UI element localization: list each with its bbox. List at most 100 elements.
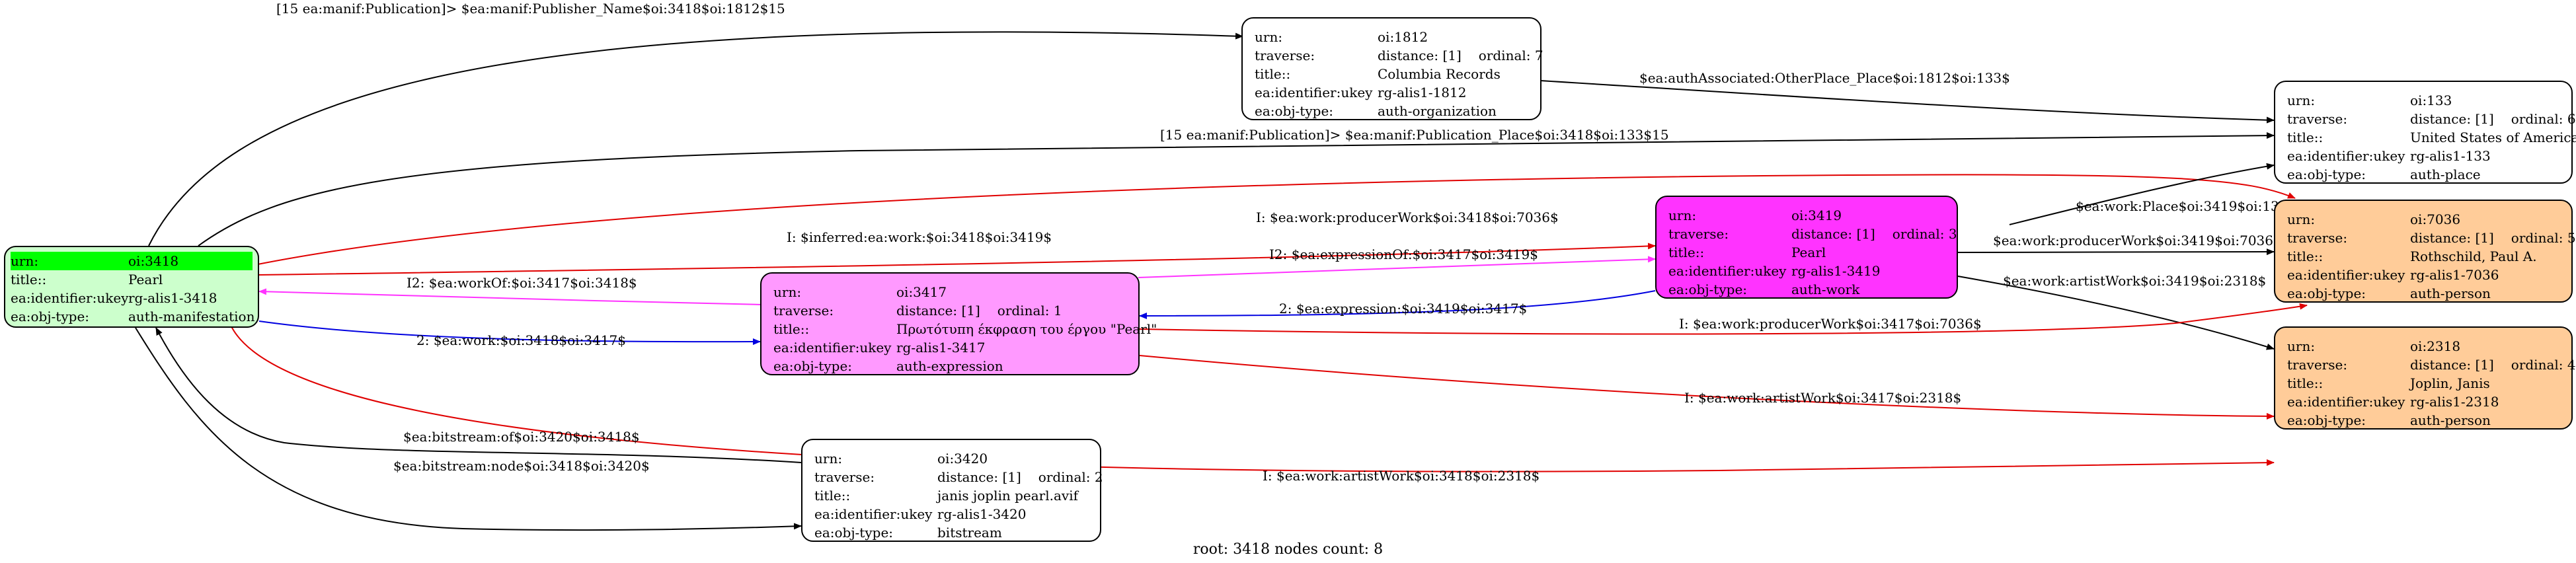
node-title: janis joplin pearl.avif [937,488,1078,504]
field-key: urn: [11,253,39,269]
node-title: Pearl [128,272,163,287]
field-key: title:: [2287,130,2323,145]
edge-work-3418-3417 [258,320,761,346]
graph-caption: root: 3418 nodes count: 8 [1192,541,1384,558]
edge-producer-3418 [257,174,2296,265]
field-key: ea:identifier:ukey [2287,267,2405,283]
node-urn: oi:133 [2410,93,2452,108]
node-oi-2318[interactable]: urn:oi:2318 traverse:distance: [1]ordina… [2274,326,2576,430]
node-objtype-row: ea:obj-type:auth-place [2287,165,2559,184]
node-oi-133[interactable]: urn:oi:133 traverse:distance: [1]ordinal… [2274,81,2576,184]
node-urn-row: urn:oi:1812 [1255,28,1528,46]
edge-producer-3417 [1139,303,2308,335]
edge-label-expression: 2: $ea:expression:$oi:3419$oi:3417$ [1279,301,1527,317]
node-title-row: title::United States of America [2287,128,2576,147]
field-key: ea:obj-type: [2287,412,2366,428]
field-key: ea:identifier:ukey [1255,85,1373,100]
node-distance: distance: [1] [937,469,1021,485]
node-objtype: auth-organization [1378,103,1497,119]
edge-label-work-of: I2: $ea:workOf:$oi:3417$oi:3418$ [407,275,637,291]
node-urn-row: urn:oi:3419 [1668,206,1945,225]
edge-label-bitstream-of: $ea:bitstream:of$oi:3420$oi:3418$ [403,429,640,445]
node-oi-1812[interactable]: urn:oi:1812 traverse:distance: [1]ordina… [1241,17,1543,120]
field-key: title:: [11,272,47,287]
field-key: urn: [2287,211,2316,227]
node-ordinal: ordinal: 6 [2511,111,2576,127]
node-ukey: rg-alis1-2318 [2410,394,2499,410]
node-oi-3417[interactable]: urn:oi:3417 traverse:distance: [1]ordina… [760,272,1157,375]
node-ukey: rg-alis1-133 [2410,148,2491,164]
node-ukey: rg-alis1-3420 [937,506,1027,522]
edge-label-producer-3418: I: $ea:work:producerWork$oi:3418$oi:7036… [1256,209,1559,225]
node-traverse-row: traverse:distance: [1]ordinal: 5 [2287,229,2576,247]
node-traverse: distance: [1]ordinal: 2 [937,468,1103,486]
field-key: ea:obj-type: [2287,167,2366,182]
field-key: ea:obj-type: [1255,103,1334,119]
node-oi-3419[interactable]: urn:oi:3419 traverse:distance: [1]ordina… [1655,196,1958,299]
node-distance: distance: [1] [1791,226,1875,242]
node-ukey: rg-alis1-3419 [1791,263,1881,279]
edge-assoc-place [1540,80,2275,124]
field-key: urn: [773,284,802,300]
node-urn: oi:3418 [128,253,179,269]
node-traverse-row: traverse: distance: [1]ordinal: 2 [814,468,1103,486]
edge-label-work-3418-3417: 2: $ea:work:$oi:3418$oi:3417$ [416,332,626,348]
field-key: ea:identifier:ukey [2287,394,2405,410]
field-key: traverse: [814,469,875,485]
node-title: United States of America [2410,130,2576,145]
node-urn-row: urn: oi:3417 [773,283,1126,301]
field-key: traverse: [1668,226,1729,242]
edge-label-inferred-work: I: $inferred:ea:work:$oi:3418$oi:3419$ [787,229,1052,245]
node-distance: distance: [1] [2410,230,2494,246]
node-objtype-row: ea:obj-type:auth-person [2287,284,2559,303]
field-key: traverse: [2287,230,2348,246]
node-objtype-row: ea:obj-type:auth-work [1668,280,1945,299]
node-title-row: title::Rothschild, Paul A. [2287,247,2559,266]
edge-label-producer-3417: I: $ea:work:producerWork$oi:3417$oi:7036… [1679,316,1982,332]
node-ukey-row: ea:identifier:ukey rg-alis1-2318 [2287,393,2559,411]
edge-inferred-work [257,243,1656,276]
node-title-row: title::Joplin, Janis [2287,374,2559,393]
field-key: traverse: [773,303,834,319]
node-traverse-row: traverse:distance: [1]ordinal: 6 [2287,110,2576,128]
edge-label-work-place: $ea:work:Place$oi:3419$oi:133$ [2076,198,2296,214]
field-key: ea:obj-type: [2287,285,2366,301]
node-urn: oi:1812 [1378,29,1428,45]
node-objtype-row: ea:obj-type:auth-manifestation [11,307,255,326]
field-key: title:: [814,488,851,504]
edge-label-publisher: [15 ea:manif:Publication]> $ea:manif:Pub… [276,1,785,17]
node-ukey: rg-alis1-3417 [896,340,986,356]
edge-label-publication-place: [15 ea:manif:Publication]> $ea:manif:Pub… [1160,127,1669,143]
node-ukey: rg-alis1-7036 [2410,267,2499,283]
edge-artist-3419 [1957,276,2275,350]
node-urn: oi:3417 [896,284,947,300]
edge-publisher [148,31,1243,246]
node-oi-3420[interactable]: urn:oi:3420 traverse: distance: [1]ordina… [801,439,1103,542]
node-title-row: title::Columbia Records [1255,65,1528,83]
node-objtype: auth-manifestation [128,309,255,324]
node-title-row: title::Pearl [1668,243,1945,262]
node-objtype: bitstream [937,525,1002,541]
edge-label-bitstream-node: $ea:bitstream:node$oi:3418$oi:3420$ [393,458,650,474]
node-distance: distance: [1] [896,303,980,319]
field-key: ea:identifier:ukey [11,290,128,306]
edge-label-expression-of: I2: $ea:expressionOf:$oi:3417$oi:3419$ [1269,246,1538,262]
node-urn-row: urn:oi:7036 [2287,210,2559,229]
field-key: urn: [814,451,843,467]
edge-expression [1139,290,1656,319]
field-key: urn: [2287,338,2316,354]
node-urn-row: urn:oi:2318 [2287,337,2559,356]
node-traverse-row: traverse:distance: [1]ordinal: 7 [1255,46,1543,65]
field-key: traverse: [2287,357,2348,373]
node-urn-row: urn: oi:3418 [11,252,253,270]
node-title-row: title::Pearl [11,270,253,289]
node-oi-3418[interactable]: urn: oi:3418 title::Pearl ea:identifier:u… [4,246,259,328]
node-urn-row: urn:oi:3420 [814,449,1088,468]
node-oi-7036[interactable]: urn:oi:7036 traverse:distance: [1]ordina… [2274,200,2576,303]
node-distance: distance: [1] [2410,357,2494,373]
field-key: title:: [773,321,810,337]
